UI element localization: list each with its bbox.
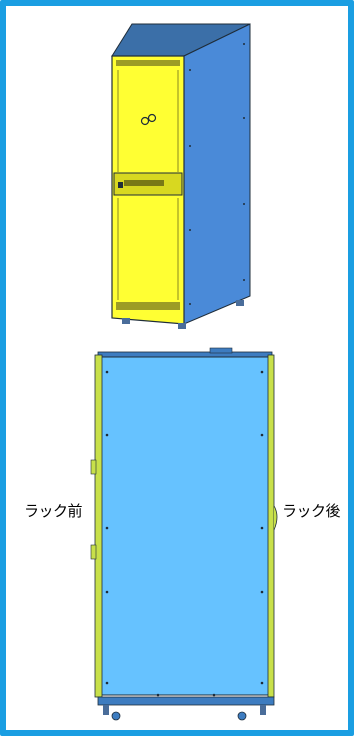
- top-vent: [209, 347, 233, 354]
- rack-back-label: ラック後: [282, 502, 341, 520]
- front-handle: [90, 544, 97, 560]
- rack-side-face: [183, 23, 251, 325]
- panel-slot: [124, 180, 164, 186]
- side-view-top-cap: [97, 351, 273, 358]
- infinity-logo-icon: [140, 113, 157, 126]
- front-bottom-vent: [116, 302, 180, 310]
- side-view-rivets: [105, 370, 264, 697]
- front-handle: [90, 459, 97, 475]
- side-rivets: [189, 43, 245, 305]
- panel-button: [118, 182, 123, 188]
- back-edge: [267, 354, 275, 698]
- rack-casters: [122, 300, 244, 329]
- back-handle: [273, 505, 278, 531]
- rack-side-view: [90, 347, 278, 721]
- front-edge: [94, 354, 103, 698]
- side-view-bottom-rail: [97, 696, 275, 706]
- rack-3d-view: [111, 23, 251, 329]
- side-view-casters: [103, 705, 266, 721]
- rack-front-label: ラック前: [24, 502, 83, 520]
- front-top-vent: [116, 60, 180, 66]
- side-view-panel: [100, 356, 270, 696]
